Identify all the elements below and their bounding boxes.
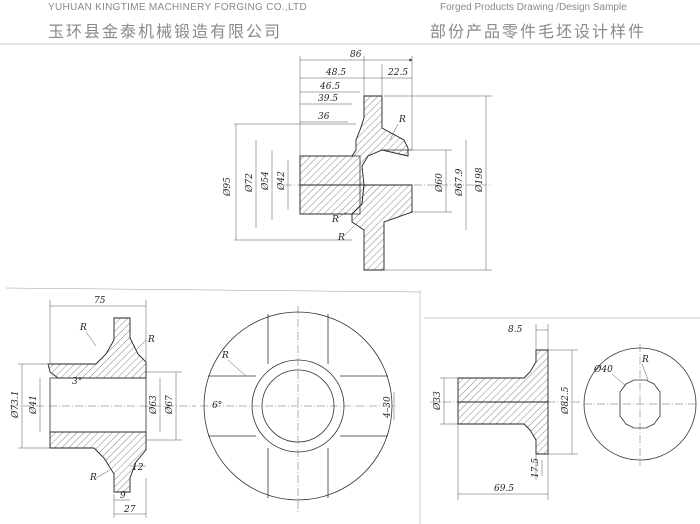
section-hatch-lower [457,401,549,455]
hub-circle [251,359,345,453]
dim-9: 9 [120,491,126,501]
bore-outline [49,377,147,433]
dim-phi-42: Ø42 [276,171,287,191]
dim-phi-67-9: Ø67.9 [454,168,465,197]
section-title-zh: 部份产品零件毛坯设计样件 [430,24,647,41]
dim-75: 75 [94,296,106,306]
dim-phi-41: Ø41 [28,395,39,415]
dim-phi-60: Ø60 [434,173,445,193]
radius-label-mid: R [331,215,339,225]
dim-phi-54: Ø54 [260,171,271,191]
hub-outline [299,155,361,215]
dim-4-30: 4–30 [383,396,393,419]
drawing-1-flange-section: 86 48.5 22.5 46.5 39.5 36 R Ø95 Ø72 Ø54 … [222,50,492,271]
sheet-divider-left [5,287,421,293]
dim-phi-72: Ø72 [244,173,255,193]
dim-phi-82-5: Ø82.5 [560,386,571,415]
dim-phi-40: Ø40 [593,364,613,375]
angle-label-3deg: 3° [72,377,82,387]
outer-circle [583,347,697,461]
dim-phi-73-1: Ø73.1 [10,391,21,419]
radius-label-top: R [398,115,406,125]
radius-label: R [641,355,649,365]
radius-label-b: R [147,335,155,345]
rib-lines [208,314,388,498]
dim-39-5: 39.5 [318,94,338,104]
radius-label-c: R [89,473,97,483]
drawing-4-stem-section: 8.5 Ø33 Ø82.5 17.5 69.5 [430,324,580,500]
company-name-en: YUHUAN KINGTIME MACHINERY FORGING CO.,LT… [48,2,307,13]
dim-27: 27 [123,505,136,515]
dim-phi-95: Ø95 [222,177,233,197]
section-hatch-upper [457,349,549,403]
dim-46-5: 46.5 [319,82,340,92]
dim-69-5: 69.5 [494,484,514,494]
section-hatch-upper [299,95,409,186]
dim-phi-198: Ø198 [474,167,485,193]
company-name-zh: 玉环县金泰机械锻造有限公司 [48,24,283,41]
section-hatch-lower [299,184,365,215]
dim-8-5: 8.5 [508,325,523,335]
radius-label: R [221,351,229,361]
drawing-5-front-view: Ø40 R [583,344,697,466]
bore-circle [261,369,335,443]
dim-12: 12 [132,463,144,473]
dim-48-5: 48.5 [325,68,346,78]
angle-label-6deg: 6° [212,401,222,411]
dim-36: 36 [318,112,330,122]
splined-bore [619,379,661,429]
radius-label-low: R [337,233,345,243]
dim-86: 86 [350,50,362,60]
dim-phi-67: Ø67 [164,395,175,415]
dim-phi-63: Ø63 [148,395,159,415]
radius-label-a: R [79,323,87,333]
dim-22-5: 22.5 [387,68,408,78]
drawing-3-front-view: R 6° 4–30 [200,306,396,512]
section-hatch-upper [47,317,147,379]
section-hatch-lower [49,431,147,493]
section-title-en: Forged Products Drawing /Design Sample [440,2,627,13]
outer-circle [203,311,393,501]
section-hatch-flange [351,184,413,271]
drawing-2-hub-section: 75 R R 3° Ø73.1 Ø41 Ø63 Ø67 R 12 9 27 [10,296,196,518]
dim-17-5: 17.5 [531,458,541,478]
dim-phi-33: Ø33 [432,391,443,411]
